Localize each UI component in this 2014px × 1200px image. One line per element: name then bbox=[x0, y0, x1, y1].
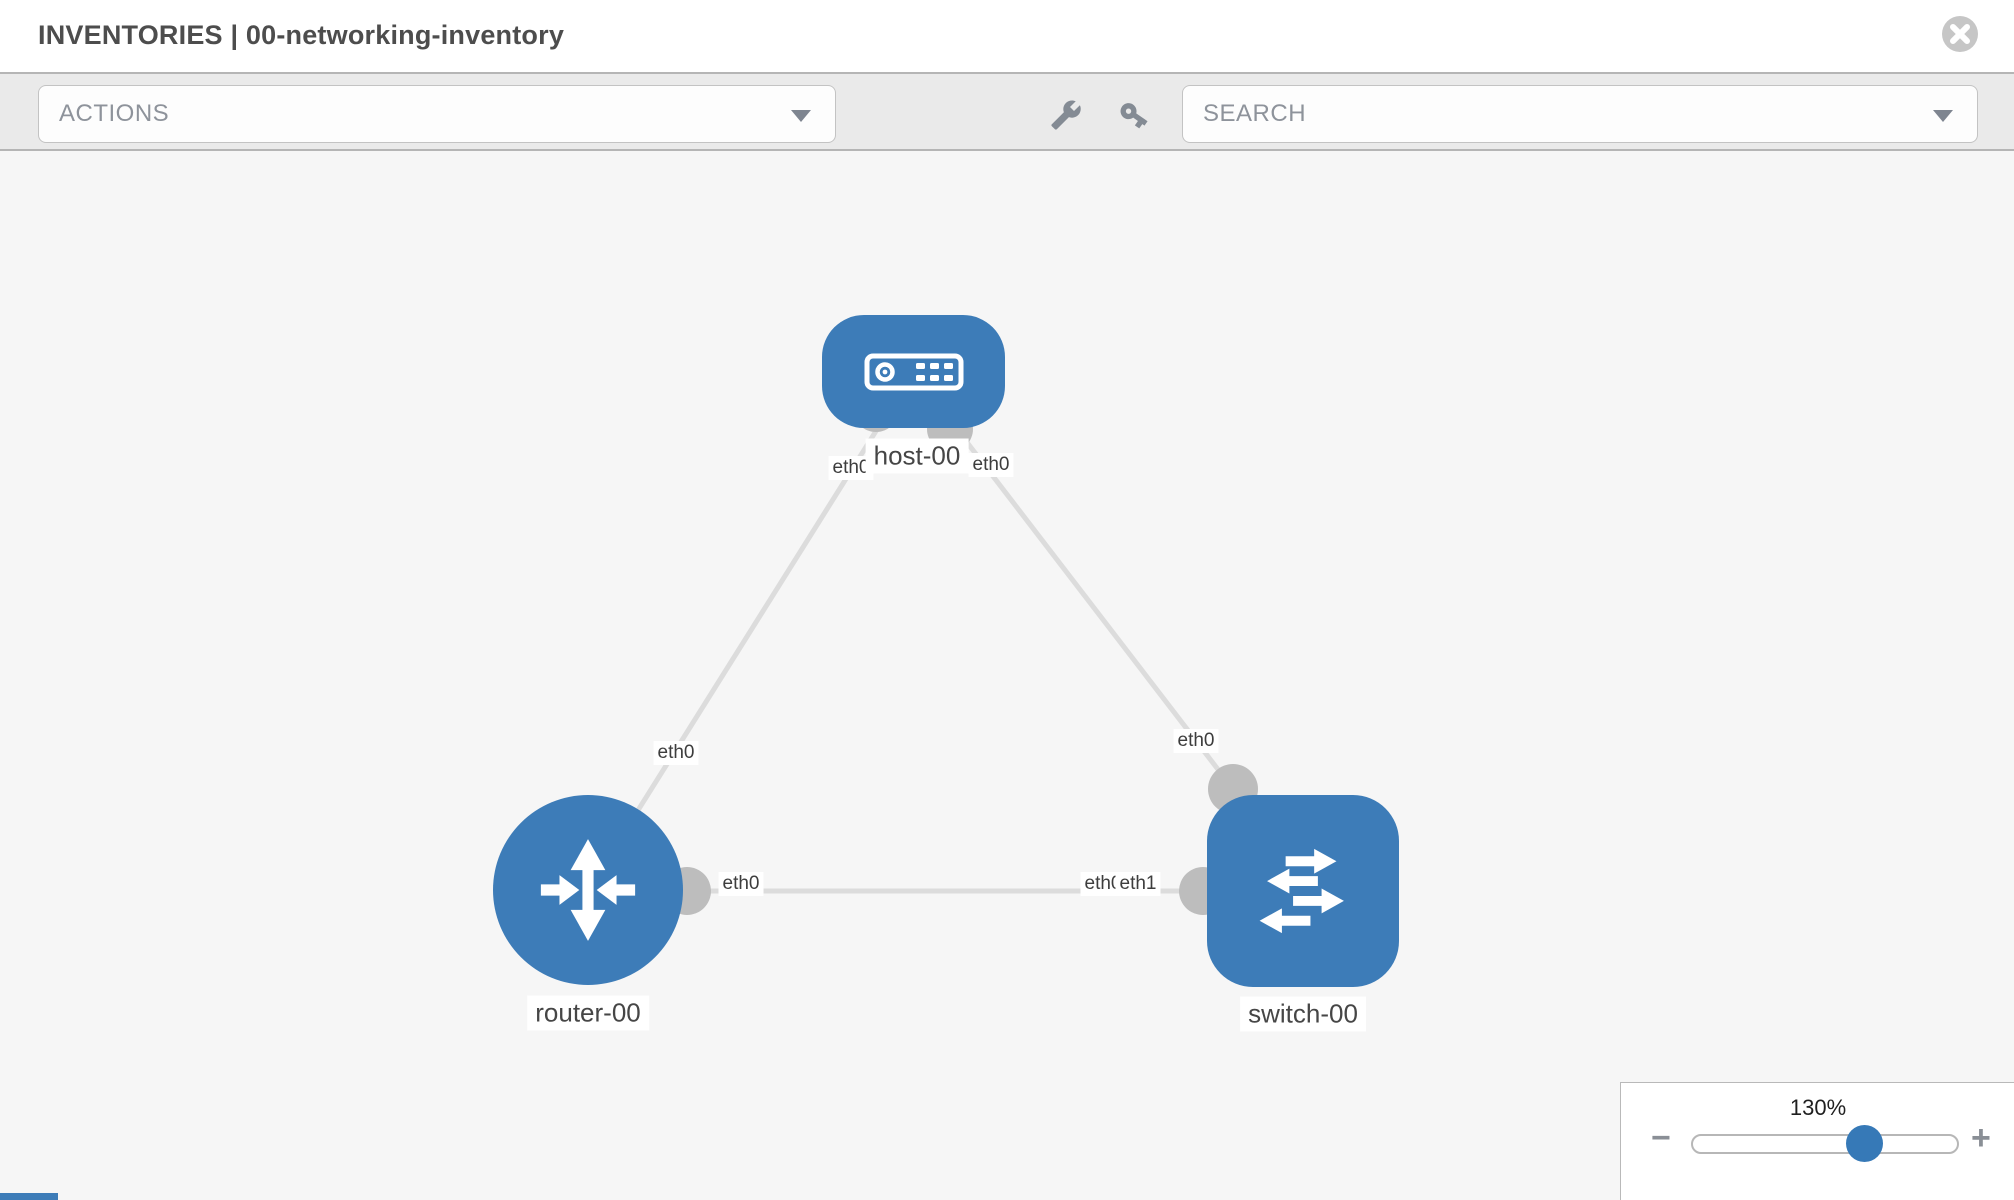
zoom-in-button[interactable]: + bbox=[1971, 1119, 1991, 1157]
node-label-router-00: router-00 bbox=[527, 995, 649, 1031]
header: INVENTORIES | 00-networking-inventory bbox=[0, 0, 2014, 72]
node-label-switch-00: switch-00 bbox=[1240, 996, 1366, 1032]
node-router-00[interactable] bbox=[493, 795, 683, 985]
node-label-host-00: host-00 bbox=[865, 438, 969, 474]
configure-tools-button[interactable] bbox=[1050, 99, 1082, 131]
topology-canvas[interactable]: eth0 eth0 eth0 eth0 eth0 eth0 eth1 host-… bbox=[0, 151, 2014, 1200]
if-label-switch-eth1: eth1 bbox=[1115, 872, 1161, 896]
zoom-control-panel: 130% − + bbox=[1620, 1082, 2014, 1200]
if-label-router-eth0-right: eth0 bbox=[718, 872, 764, 896]
toolbar: ACTIONS SEARCH bbox=[0, 72, 2014, 151]
bottom-left-accent-bar bbox=[0, 1193, 58, 1200]
zoom-out-button[interactable]: − bbox=[1651, 1119, 1671, 1157]
zoom-level-value: 130% bbox=[1789, 1095, 1847, 1120]
if-label-host-eth0-right: eth0 bbox=[968, 453, 1014, 477]
if-label-router-eth0-up: eth0 bbox=[653, 741, 699, 765]
wrench-icon bbox=[1051, 100, 1081, 130]
switch-arrows-icon bbox=[1259, 848, 1344, 934]
if-label-switch-eth0-top: eth0 bbox=[1173, 729, 1219, 753]
credentials-button[interactable] bbox=[1118, 99, 1150, 131]
zoom-slider-handle[interactable] bbox=[1846, 1125, 1883, 1162]
router-arrows-icon bbox=[540, 839, 636, 941]
node-host-00[interactable] bbox=[822, 315, 1005, 428]
server-icon bbox=[864, 353, 963, 390]
links-layer bbox=[585, 370, 1303, 915]
zoom-slider-track[interactable] bbox=[1691, 1134, 1959, 1154]
actions-dropdown[interactable]: ACTIONS bbox=[38, 85, 836, 143]
close-button[interactable] bbox=[1942, 16, 1978, 52]
actions-dropdown-label: ACTIONS bbox=[59, 100, 170, 127]
search-dropdown[interactable]: SEARCH bbox=[1182, 85, 1978, 143]
key-icon bbox=[1120, 103, 1148, 129]
page-title: INVENTORIES | 00-networking-inventory bbox=[38, 20, 565, 50]
chevron-down-icon bbox=[1933, 110, 1953, 122]
close-icon bbox=[1950, 24, 1970, 44]
chevron-down-icon bbox=[791, 110, 811, 122]
search-dropdown-label: SEARCH bbox=[1203, 100, 1307, 127]
node-switch-00[interactable] bbox=[1207, 795, 1399, 987]
